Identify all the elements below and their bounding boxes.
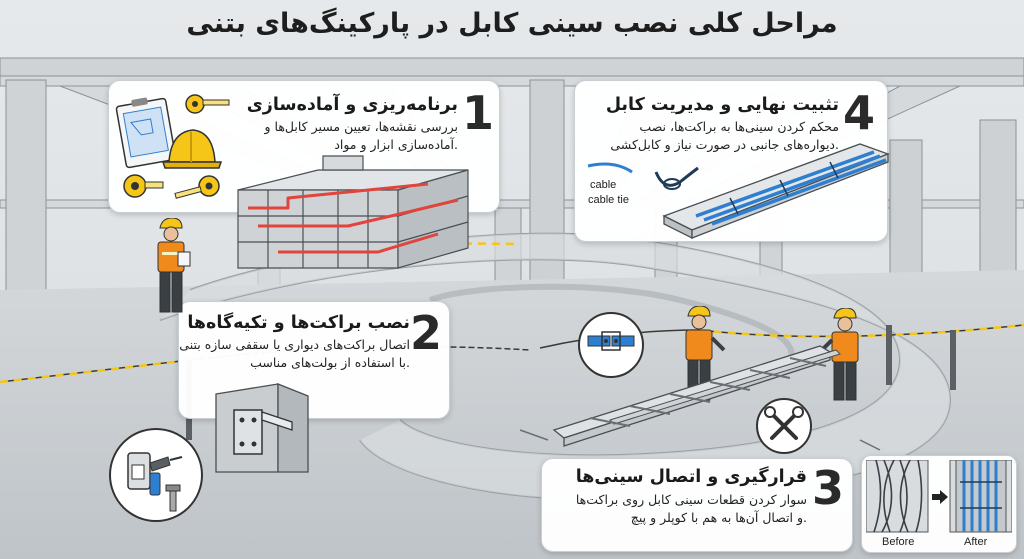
step-1-title: برنامه‌ریزی و آماده‌سازی bbox=[246, 95, 458, 115]
hard-hat-icon bbox=[161, 129, 223, 169]
cable-icon bbox=[587, 162, 633, 174]
step-1-desc-line: آماده‌سازی ابزار و مواد. bbox=[334, 137, 458, 152]
tape-measure-icon bbox=[123, 94, 230, 199]
page-title: مراحل کلی نصب سینی کابل در پارکینگ‌های ب… bbox=[186, 8, 838, 39]
step-2-desc-line: اتصال براکت‌های دیواری یا سقفی سازه بتنی bbox=[179, 337, 410, 352]
before-label: Before bbox=[882, 536, 915, 548]
step-3-title: قرارگیری و اتصال سینی‌ها bbox=[575, 467, 807, 487]
cable-icons bbox=[587, 162, 699, 190]
step-4-desc-line: محکم کردن سینی‌ها به براکت‌ها، نصب bbox=[639, 119, 839, 134]
wrench-detail-circle bbox=[756, 398, 812, 454]
wall-bracket-illustration bbox=[215, 383, 309, 473]
bolt-icon bbox=[165, 484, 181, 512]
blueprint-icon bbox=[115, 97, 177, 169]
ladder-tray-illustration bbox=[552, 345, 841, 447]
step-1-number: 1 bbox=[462, 86, 495, 140]
after-image bbox=[949, 460, 1012, 533]
finished-tray-illustration bbox=[662, 143, 890, 240]
before-after-illustration bbox=[866, 460, 1012, 533]
step-3-description: سوار کردن قطعات سینی کابل روی براکت‌ها و… bbox=[576, 491, 807, 527]
drill-icon bbox=[127, 452, 183, 496]
coupler-icon bbox=[587, 331, 635, 351]
step-2-description: اتصال براکت‌های دیواری یا سقفی سازه بتنی… bbox=[179, 336, 410, 372]
step-2-title: نصب براکت‌ها و تکیه‌گاه‌ها bbox=[187, 313, 410, 333]
step-2-desc-line: با استفاده از بولت‌های مناسب. bbox=[250, 355, 410, 370]
step-3-number: 3 bbox=[812, 461, 845, 515]
cable-tie-label: cable tie bbox=[588, 194, 629, 206]
cable-label: cable bbox=[590, 179, 617, 191]
worker-with-clipboard bbox=[157, 218, 191, 313]
step-3-desc-line: سوار کردن قطعات سینی کابل روی براکت‌ها bbox=[575, 492, 807, 507]
building-model-illustration bbox=[237, 155, 469, 269]
arrow-icon bbox=[932, 490, 948, 504]
step-4-number: 4 bbox=[843, 86, 876, 140]
planning-tools-illustration bbox=[115, 94, 230, 199]
step-4-desc-line: دیواره‌های جانبی در صورت نیاز و کابل‌کشی… bbox=[610, 137, 839, 152]
step-2-card bbox=[178, 301, 450, 419]
step-3-card bbox=[541, 458, 853, 552]
worker-1 bbox=[685, 306, 726, 401]
step-2-number: 2 bbox=[410, 306, 443, 360]
step-1-description: بررسی نقشه‌ها، تعیین مسیر کابل‌ها و آماد… bbox=[265, 118, 459, 154]
before-image bbox=[866, 460, 929, 533]
step-1-desc-line: بررسی نقشه‌ها، تعیین مسیر کابل‌ها و bbox=[264, 119, 459, 134]
after-label: After bbox=[964, 536, 988, 548]
drill-detail-circle bbox=[109, 428, 203, 522]
coupler-detail-circle bbox=[578, 312, 644, 378]
cable-tie-icon bbox=[654, 166, 699, 190]
wrench-icon bbox=[770, 412, 798, 440]
step-4-title: تثبیت نهایی و مدیریت کابل bbox=[605, 95, 839, 115]
cable-route bbox=[248, 182, 459, 254]
step-3-desc-line: و اتصال آن‌ها به هم با کوپلر و پیچ. bbox=[630, 510, 807, 525]
step-4-description: محکم کردن سینی‌ها به براکت‌ها، نصب دیوار… bbox=[610, 118, 839, 154]
